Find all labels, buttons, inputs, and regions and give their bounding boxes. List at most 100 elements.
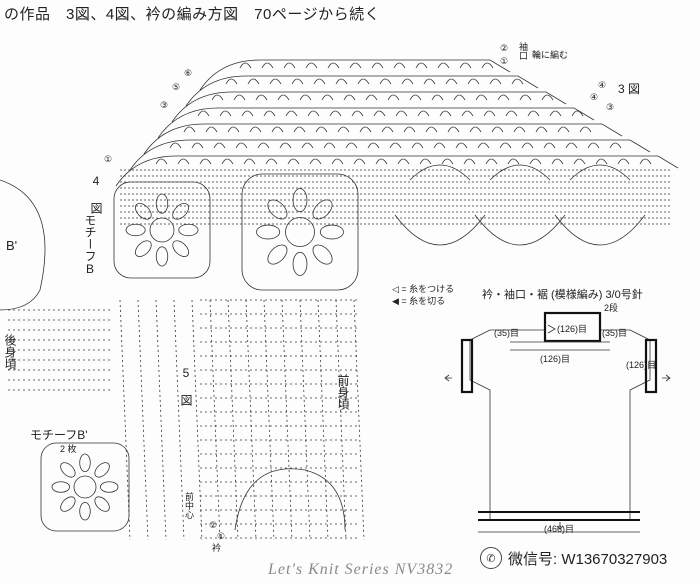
fan-stitch [485, 158, 498, 165]
fan-stitch [513, 126, 526, 133]
scallop [474, 214, 566, 246]
mesh-column [191, 299, 203, 541]
fan-stitch [403, 126, 416, 133]
row-marker-left-3: ③ [160, 100, 169, 110]
motif-partial [0, 179, 46, 311]
motif-petal [135, 203, 152, 220]
fan-row-line [115, 155, 679, 187]
fan-stitch [395, 110, 408, 117]
fan-stitch [549, 110, 562, 117]
fan-stitch [199, 158, 212, 165]
sleeve-note: 輪に編む [532, 50, 569, 60]
fan-stitch [221, 158, 234, 165]
motif-petal [267, 199, 288, 220]
fan-stitch [551, 158, 564, 165]
fan-stitch [447, 126, 460, 133]
fan-stitch [393, 62, 406, 69]
row-marker-4: ④ [590, 92, 599, 102]
flower-motifs [0, 173, 359, 532]
motif-petal [60, 462, 76, 478]
fan-stitch [257, 142, 270, 149]
fan-stitch [307, 110, 320, 117]
fan-stitch [419, 158, 432, 165]
fan-stitch [225, 78, 238, 85]
sleeve-opening-label: 袖口 [518, 42, 528, 60]
row-marker-4b: ④ [598, 80, 607, 90]
motif-petal [172, 203, 189, 220]
fan-stitch [249, 126, 262, 133]
fan-stitch [213, 142, 226, 149]
fan-stitch [397, 158, 410, 165]
fan-stitch [477, 142, 490, 149]
figure-4-label: 4 図 [89, 174, 103, 214]
fan-stitch [365, 94, 378, 101]
fan-stitch [219, 110, 232, 117]
fan-stitch [437, 62, 450, 69]
motif-square [113, 181, 211, 279]
fan-row-line [129, 139, 651, 171]
fan-stitch [287, 158, 300, 165]
fan-stitch [261, 62, 274, 69]
fan-stitch [343, 94, 356, 101]
figure-3-label: 3 図 [618, 82, 641, 96]
fan-stitch [475, 94, 488, 101]
fan-stitch [315, 126, 328, 133]
fan-row-line [143, 123, 623, 155]
series-watermark: Let's Knit Series NV3832 [268, 561, 454, 578]
row-marker-bottom-1: ① [217, 531, 226, 541]
fan-stitch [305, 62, 318, 69]
scallop-top [569, 164, 631, 181]
fan-stitch [299, 94, 312, 101]
fan-stitch [211, 94, 224, 101]
fan-stitch [239, 62, 252, 69]
fan-stitch [169, 142, 182, 149]
fan-stitch [401, 78, 414, 85]
mesh-column [335, 299, 347, 541]
fan-stitch [527, 110, 540, 117]
mesh-column [353, 299, 365, 541]
fan-stitch [511, 78, 524, 85]
fan-stitch [431, 94, 444, 101]
fan-stitch [381, 126, 394, 133]
fan-stitch [359, 126, 372, 133]
fan-stitch [371, 62, 384, 69]
fan-stitch [541, 94, 554, 101]
fan-stitch [425, 126, 438, 133]
fan-stitch [285, 110, 298, 117]
mesh-column [155, 299, 167, 541]
scallop-top [409, 164, 471, 181]
fan-stitch [543, 142, 556, 149]
scallop [394, 214, 486, 246]
motif-petal [79, 453, 91, 472]
fan-stitch [445, 78, 458, 85]
fan-stitch [409, 94, 422, 101]
fan-stitch [433, 142, 446, 149]
fan-stitch [271, 126, 284, 133]
motif-petal [319, 224, 344, 240]
fan-stitch [411, 142, 424, 149]
fan-stitch [349, 62, 362, 69]
dim-top-center: (126)目 [557, 324, 588, 334]
dim-two-rows: 2段 [604, 303, 619, 313]
mesh-column [299, 299, 311, 541]
motif-petal [94, 496, 110, 512]
motif-petal [94, 462, 110, 478]
motif-petal [267, 244, 288, 265]
motif-petal [99, 481, 119, 493]
collar-label: 衿 [212, 543, 222, 553]
fan-stitch [507, 158, 520, 165]
motif-square [40, 442, 130, 532]
fan-stitch [327, 62, 340, 69]
fan-stitch [617, 158, 630, 165]
fan-stitch [571, 110, 584, 117]
motif-petal [292, 251, 308, 276]
fan-stitch [321, 94, 334, 101]
fan-stitch [283, 62, 296, 69]
mesh-column [137, 299, 149, 541]
motif-b2-count: 2 枚 [60, 444, 77, 454]
row-marker-bottom-2: ② [209, 520, 218, 530]
fan-row-line [185, 75, 539, 107]
fan-stitch [423, 78, 436, 85]
fan-stitch [639, 158, 652, 165]
motif-center [285, 217, 315, 247]
